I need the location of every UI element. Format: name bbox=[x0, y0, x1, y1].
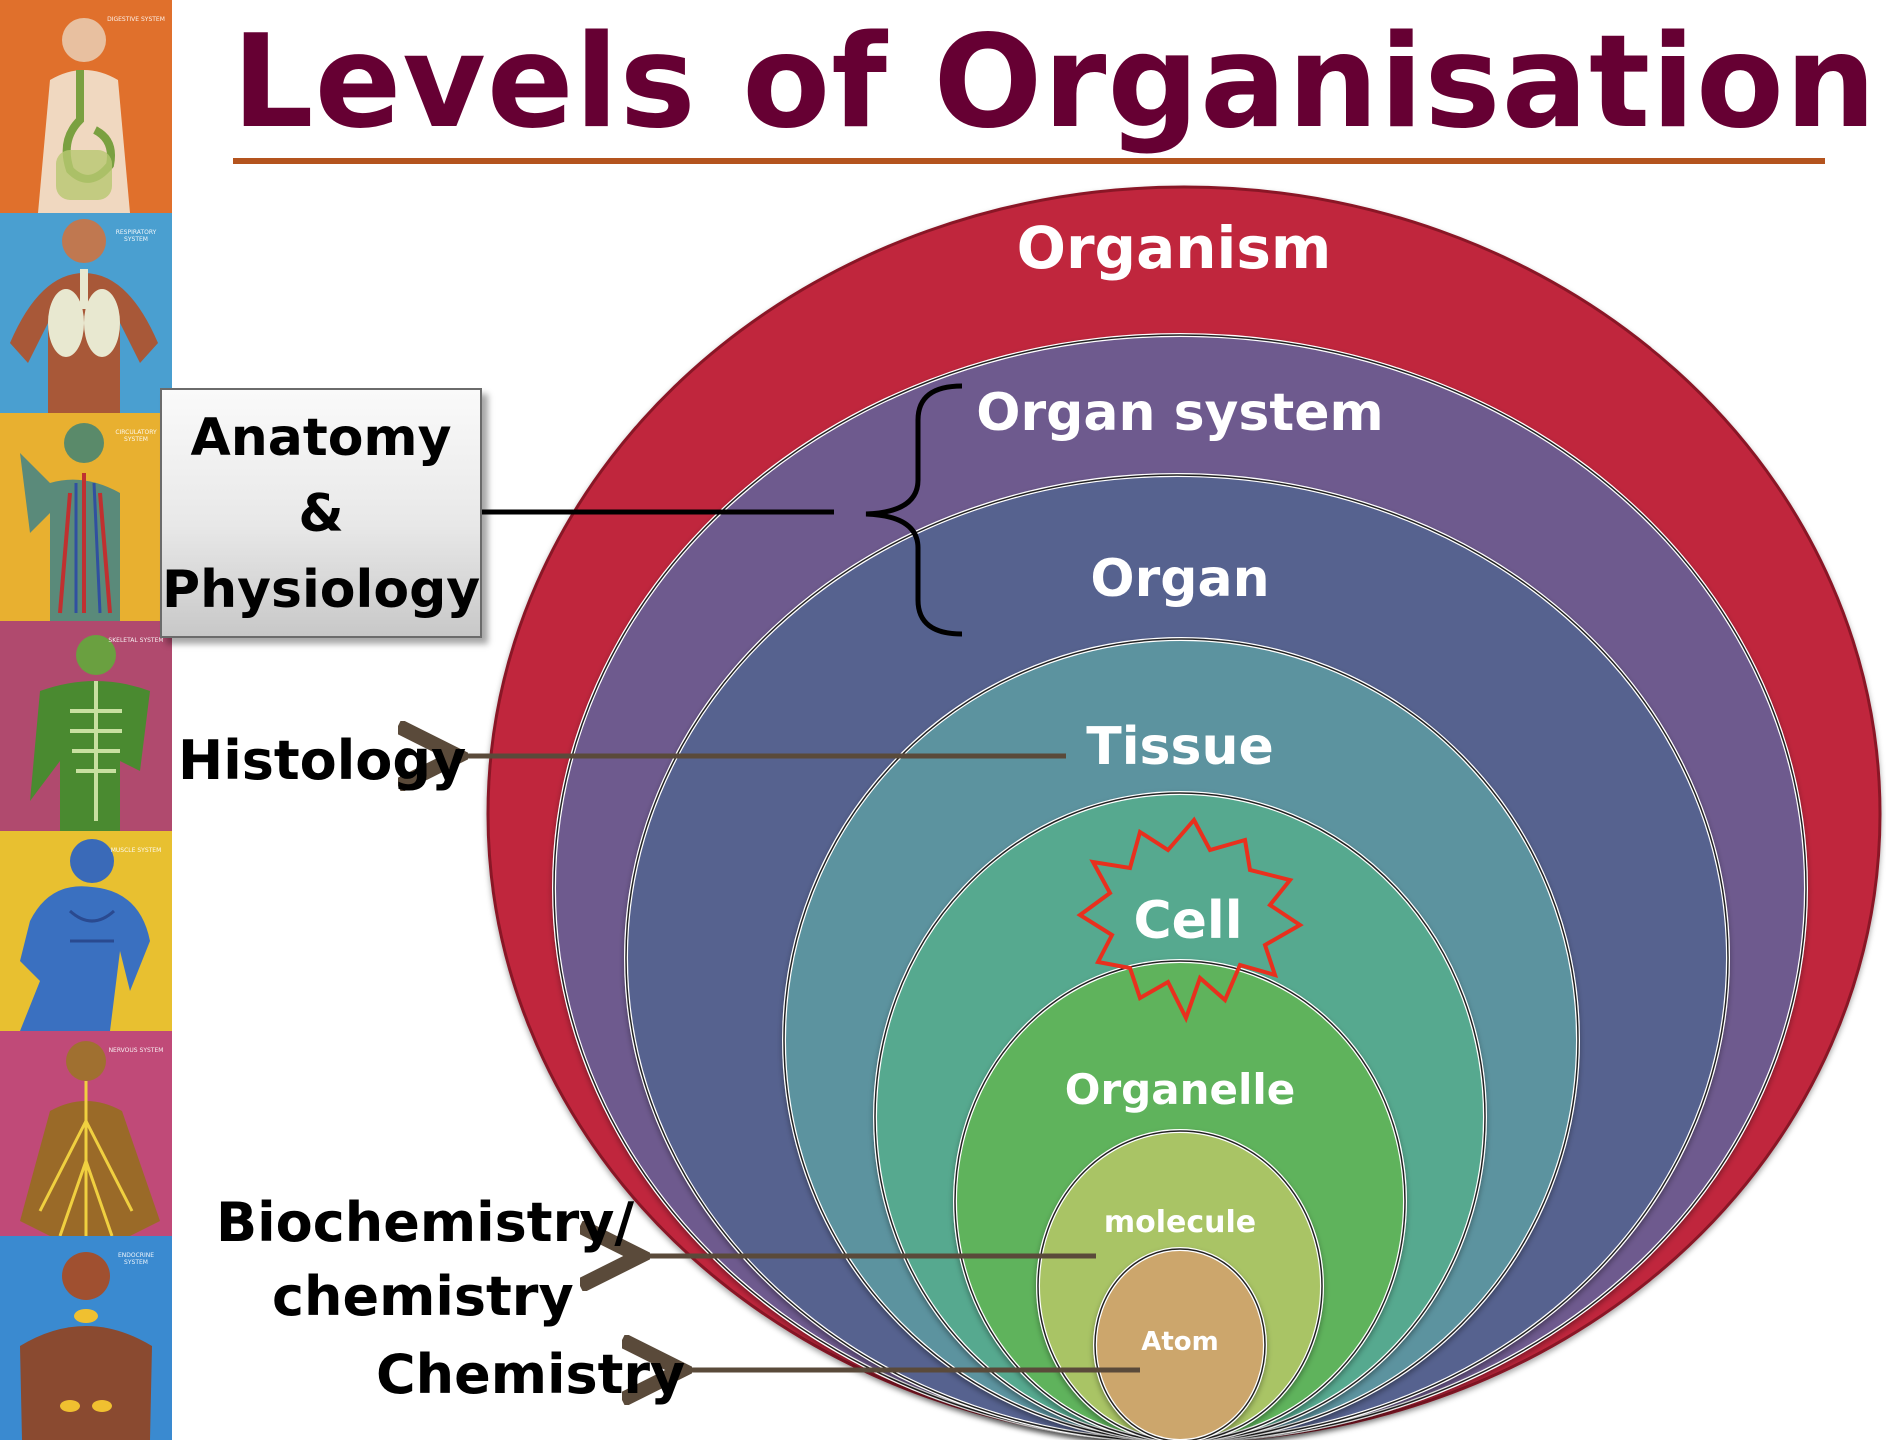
organ-system-label: Organ system bbox=[976, 383, 1383, 443]
skeletal-system-panel: SKELETAL SYSTEM bbox=[0, 621, 172, 831]
molecule-label: molecule bbox=[1104, 1205, 1256, 1240]
panel-caption: CIRCULATORY SYSTEM bbox=[115, 429, 157, 443]
panel-caption: DIGESTIVE SYSTEM bbox=[107, 16, 165, 23]
respiratory-system-panel: RESPIRATORY SYSTEM bbox=[0, 213, 172, 413]
chemistry-label-secondary: chemistry bbox=[272, 1265, 574, 1328]
nervous-system-illustration bbox=[0, 1031, 172, 1236]
organism-label: Organism bbox=[1017, 214, 1332, 282]
tissue-label: Tissue bbox=[1086, 717, 1273, 777]
muscle-system-panel: MUSCLE SYSTEM bbox=[0, 831, 172, 1031]
nervous-system-panel: NERVOUS SYSTEM bbox=[0, 1031, 172, 1236]
digestive-system-illustration bbox=[0, 0, 172, 213]
muscle-system-illustration bbox=[0, 831, 172, 1031]
page-title: Levels of Organisation bbox=[232, 8, 1878, 157]
biochemistry-label: Biochemistry/ bbox=[216, 1191, 635, 1254]
panel-caption: ENDOCRINE SYSTEM bbox=[117, 1252, 155, 1266]
panel-caption: RESPIRATORY SYSTEM bbox=[115, 229, 157, 243]
physiology-label: Physiology bbox=[162, 560, 481, 620]
skeletal-system-illustration bbox=[0, 621, 172, 831]
title-underline bbox=[233, 158, 1825, 164]
cell-label: Cell bbox=[1133, 891, 1242, 951]
chemistry-label: Chemistry bbox=[376, 1343, 686, 1406]
organelle-label: Organelle bbox=[1065, 1065, 1296, 1114]
panel-caption: SKELETAL SYSTEM bbox=[108, 637, 164, 644]
anatomy-label: Anatomy bbox=[190, 408, 452, 468]
histology-label: Histology bbox=[178, 729, 467, 792]
digestive-system-panel: DIGESTIVE SYSTEM bbox=[0, 0, 172, 213]
panel-caption: NERVOUS SYSTEM bbox=[108, 1047, 164, 1054]
respiratory-system-illustration bbox=[0, 213, 172, 413]
atom-label: Atom bbox=[1141, 1327, 1219, 1357]
curly-bracket bbox=[865, 383, 963, 637]
body-system-strip: DIGESTIVE SYSTEM RESPIRATORY SYSTEM CIRC… bbox=[0, 0, 172, 1440]
endocrine-system-panel: ENDOCRINE SYSTEM bbox=[0, 1236, 172, 1440]
anatomy-physiology-box: Anatomy & Physiology bbox=[160, 388, 482, 638]
cell-starburst-highlight bbox=[1076, 816, 1304, 1024]
circulatory-system-panel: CIRCULATORY SYSTEM bbox=[0, 413, 172, 621]
ampersand-label: & bbox=[298, 484, 344, 544]
panel-caption: MUSCLE SYSTEM bbox=[110, 847, 162, 854]
endocrine-system-illustration bbox=[0, 1236, 172, 1440]
organ-label: Organ bbox=[1090, 549, 1269, 609]
circulatory-system-illustration bbox=[0, 413, 172, 621]
